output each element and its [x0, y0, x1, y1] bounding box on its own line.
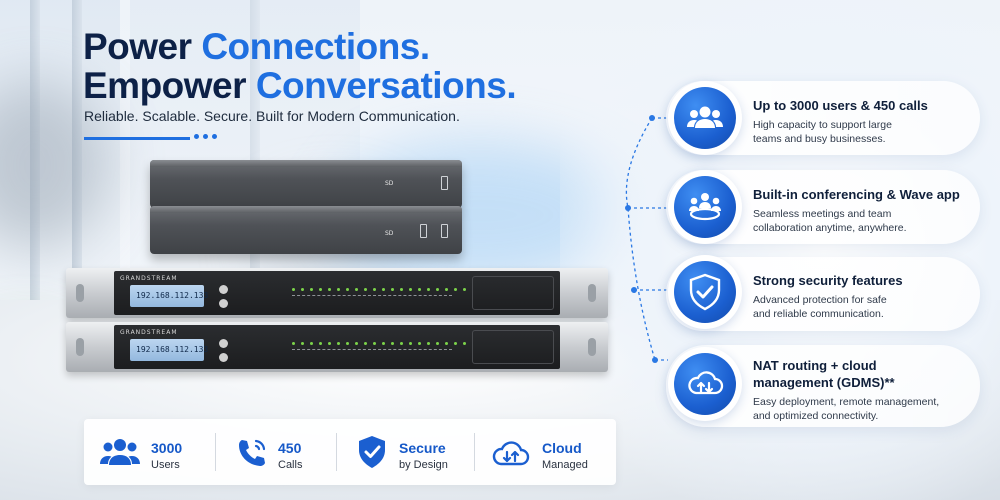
stat-cloud: Cloud Managed — [475, 419, 616, 485]
device-desktop-unit-bottom: SD — [150, 206, 462, 254]
accent-bar — [84, 137, 190, 140]
stat-value: Cloud — [542, 440, 582, 456]
feature-icon-badge — [668, 170, 742, 244]
sd-slot-label: SD — [385, 230, 394, 237]
feature-desc: Easy deployment, remote management,and o… — [753, 396, 940, 422]
hero-subline: Reliable. Scalable. Secure. Built for Mo… — [84, 108, 460, 124]
stat-calls: 450 Calls — [216, 419, 334, 485]
usb-port-icon — [441, 176, 448, 190]
stat-value: 3000 — [151, 440, 183, 456]
stat-label: by Design — [399, 459, 448, 471]
phone-icon — [239, 439, 266, 466]
status-leds — [292, 288, 466, 291]
accent-dots — [194, 134, 217, 139]
device-rack-unit-2: GRANDSTREAM 192.168.112.133 — [66, 322, 608, 372]
device-desktop-unit-top: SD — [150, 160, 462, 208]
lcd-display: 192.168.112.133 — [130, 285, 208, 307]
sd-slot-label: SD — [385, 180, 394, 187]
stats-bar: 3000 Users 450 Calls Secure by Design Cl… — [84, 419, 616, 485]
headline-word: Empower — [83, 65, 256, 106]
stat-users: 3000 Users — [84, 419, 214, 485]
io-panel — [472, 276, 554, 310]
brand-logo: GRANDSTREAM — [120, 275, 178, 282]
nav-button-icon — [219, 353, 228, 362]
stat-label: Calls — [278, 459, 303, 471]
usb-port-icon — [441, 224, 448, 238]
io-panel — [472, 330, 554, 364]
device-rack-unit-1: GRANDSTREAM 192.168.112.133 — [66, 268, 608, 318]
feature-icon-badge — [668, 255, 742, 329]
shield-check-icon — [359, 436, 385, 468]
brand-logo: GRANDSTREAM — [120, 329, 178, 336]
lcd-display: 192.168.112.133 — [130, 339, 208, 361]
feature-icon-badge — [668, 347, 742, 421]
stat-value: Secure — [399, 440, 446, 456]
feature-icon-badge — [668, 81, 742, 155]
stat-label: Managed — [542, 459, 588, 471]
feature-title: Strong security features — [753, 273, 903, 288]
cloud-icon — [492, 441, 530, 466]
feature-title: Up to 3000 users & 450 calls — [753, 98, 928, 113]
headline-accent-word: Connections. — [201, 26, 430, 67]
stat-secure: Secure by Design — [337, 419, 473, 485]
port-row — [292, 349, 452, 352]
headline-word: Power — [83, 26, 202, 67]
conference-icon — [689, 193, 721, 221]
stat-value: 450 — [278, 440, 302, 456]
users-icon — [100, 439, 140, 465]
headline-accent-word: Conversations. — [255, 65, 517, 106]
port-row — [292, 295, 452, 298]
nav-button-icon — [219, 339, 228, 348]
nav-button-icon — [219, 299, 228, 308]
nav-button-icon — [219, 285, 228, 294]
stat-label: Users — [151, 459, 180, 471]
shield-check-icon — [689, 273, 721, 311]
hero-headline: Power Connections. Empower Conversations… — [83, 26, 517, 106]
usb-port-icon — [420, 224, 427, 238]
users-icon — [687, 106, 723, 128]
feature-title: Built-in conferencing & Wave app — [753, 187, 960, 202]
timeline-connector — [625, 115, 668, 363]
status-leds — [292, 342, 466, 345]
cloud-sync-icon — [688, 371, 724, 395]
